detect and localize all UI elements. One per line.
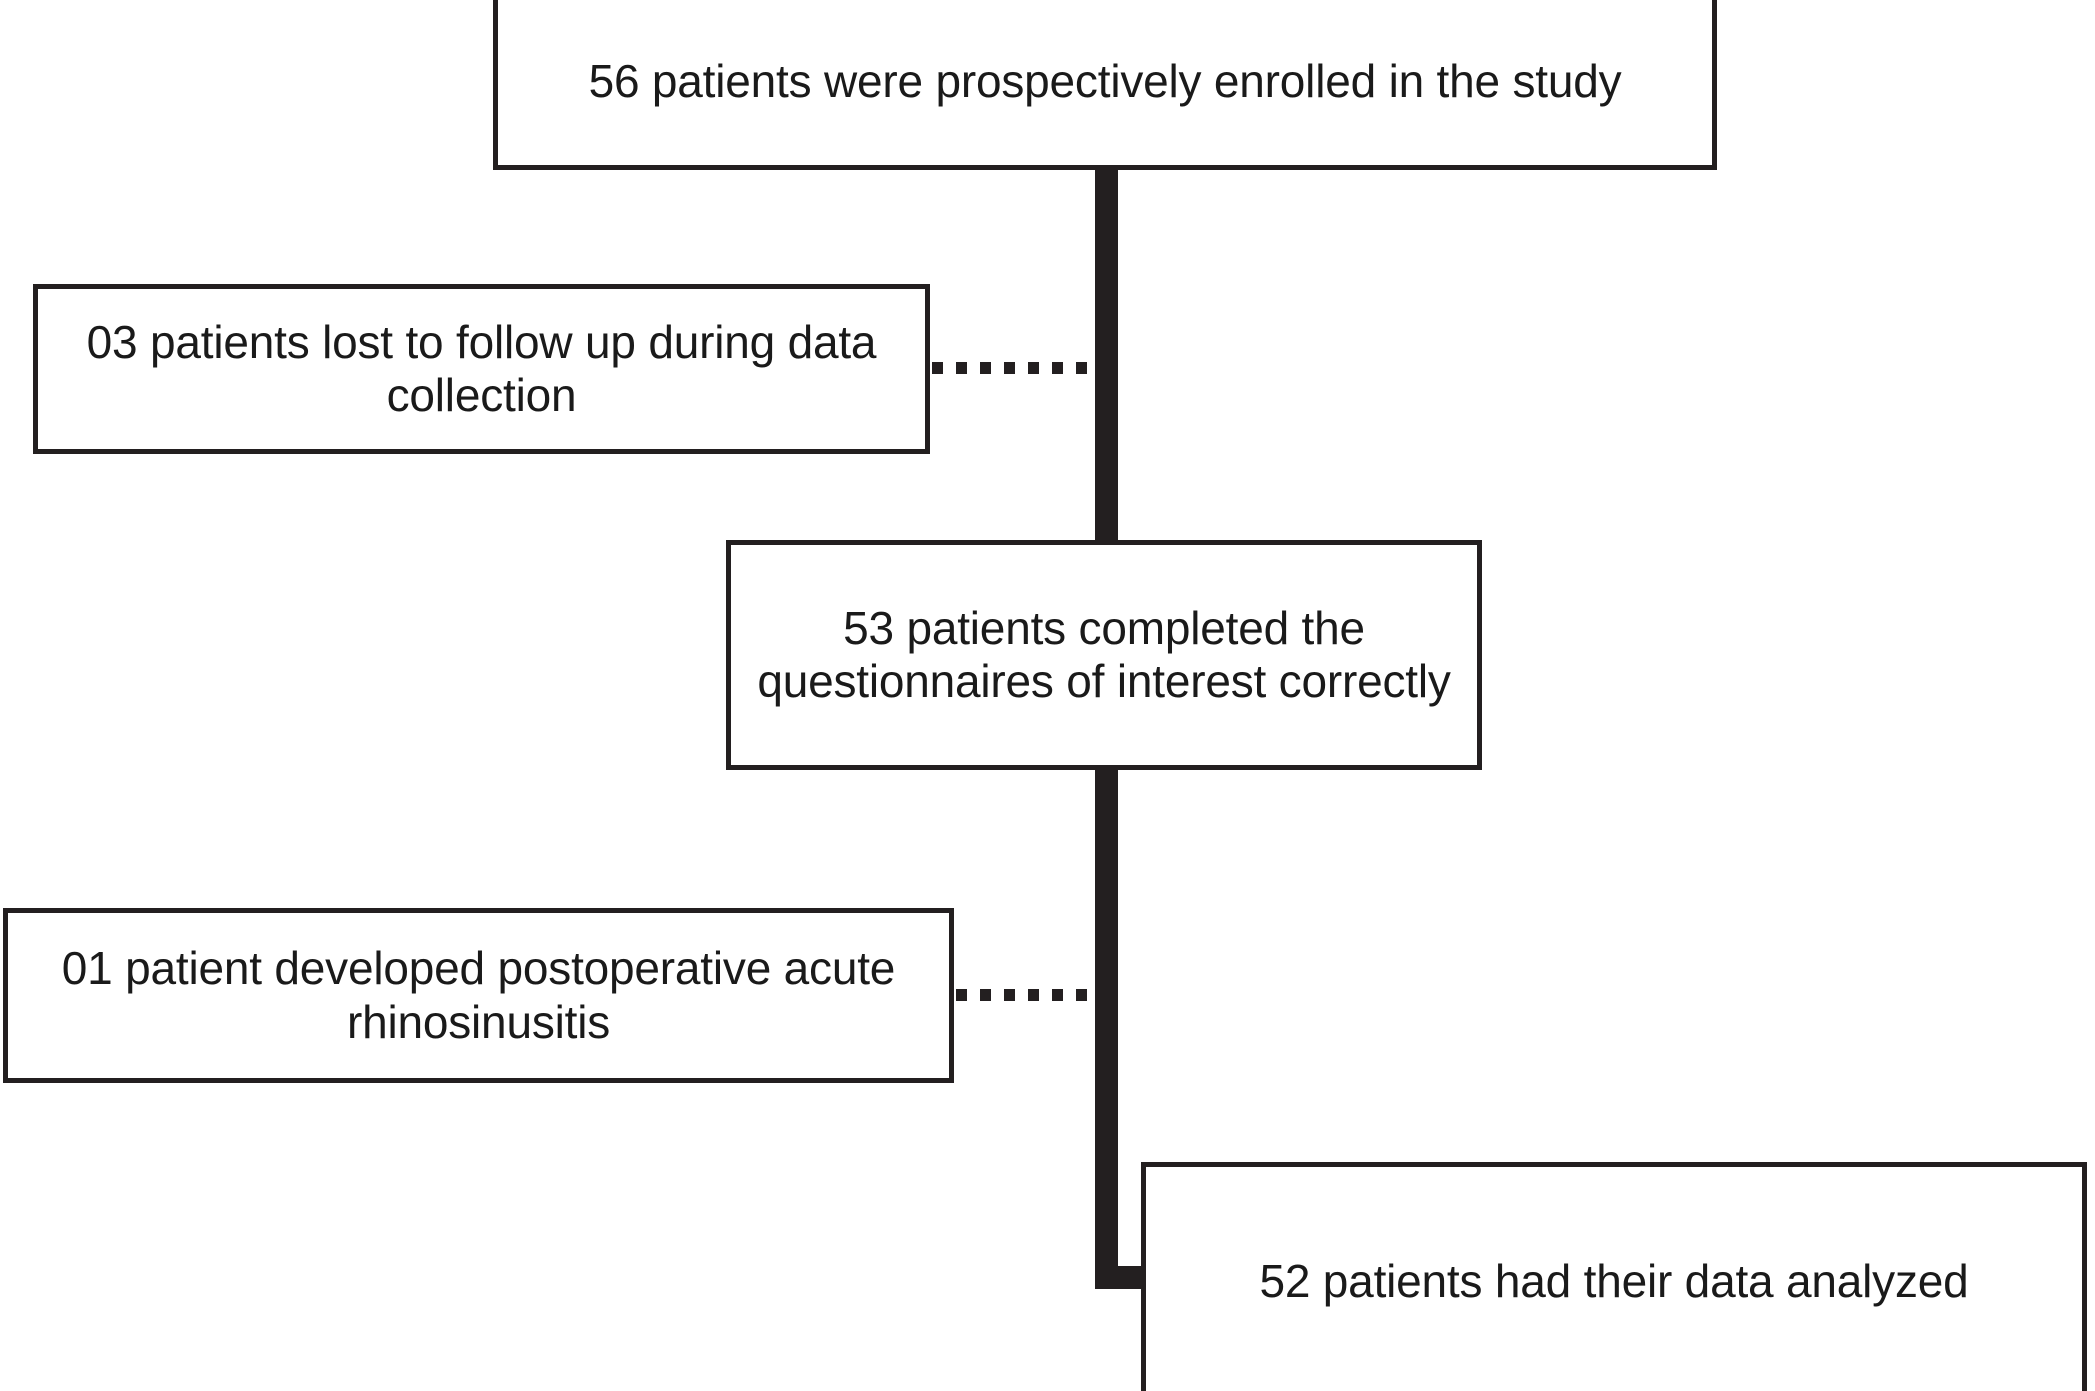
flow-node-postoperative-rhinosinusitis: 01 patient developed postoperative acute… <box>3 908 954 1083</box>
flow-node-lost-to-followup: 03 patients lost to follow up during dat… <box>33 284 930 454</box>
flow-connector-spine-elbow <box>1095 1266 1155 1289</box>
flow-node-postoperative-rhinosinusitis-label: 01 patient developed postoperative acute… <box>61 942 896 1048</box>
flow-node-enrolled-label: 56 patients were prospectively enrolled … <box>588 55 1622 108</box>
flow-node-data-analyzed-label: 52 patients had their data analyzed <box>1259 1255 1969 1308</box>
flow-node-data-analyzed: 52 patients had their data analyzed <box>1141 1162 2087 1391</box>
flow-node-completed-questionnaires-label: 53 patients completed the questionnaires… <box>757 601 1451 707</box>
flow-node-lost-to-followup-label: 03 patients lost to follow up during dat… <box>86 315 877 421</box>
flow-connector-dotted-lost-to-followup <box>932 362 1098 374</box>
flow-connector-dotted-rhinosinusitis <box>956 989 1098 1001</box>
flow-node-enrolled: 56 patients were prospectively enrolled … <box>493 0 1717 170</box>
flow-node-completed-questionnaires: 53 patients completed the questionnaires… <box>726 540 1482 770</box>
